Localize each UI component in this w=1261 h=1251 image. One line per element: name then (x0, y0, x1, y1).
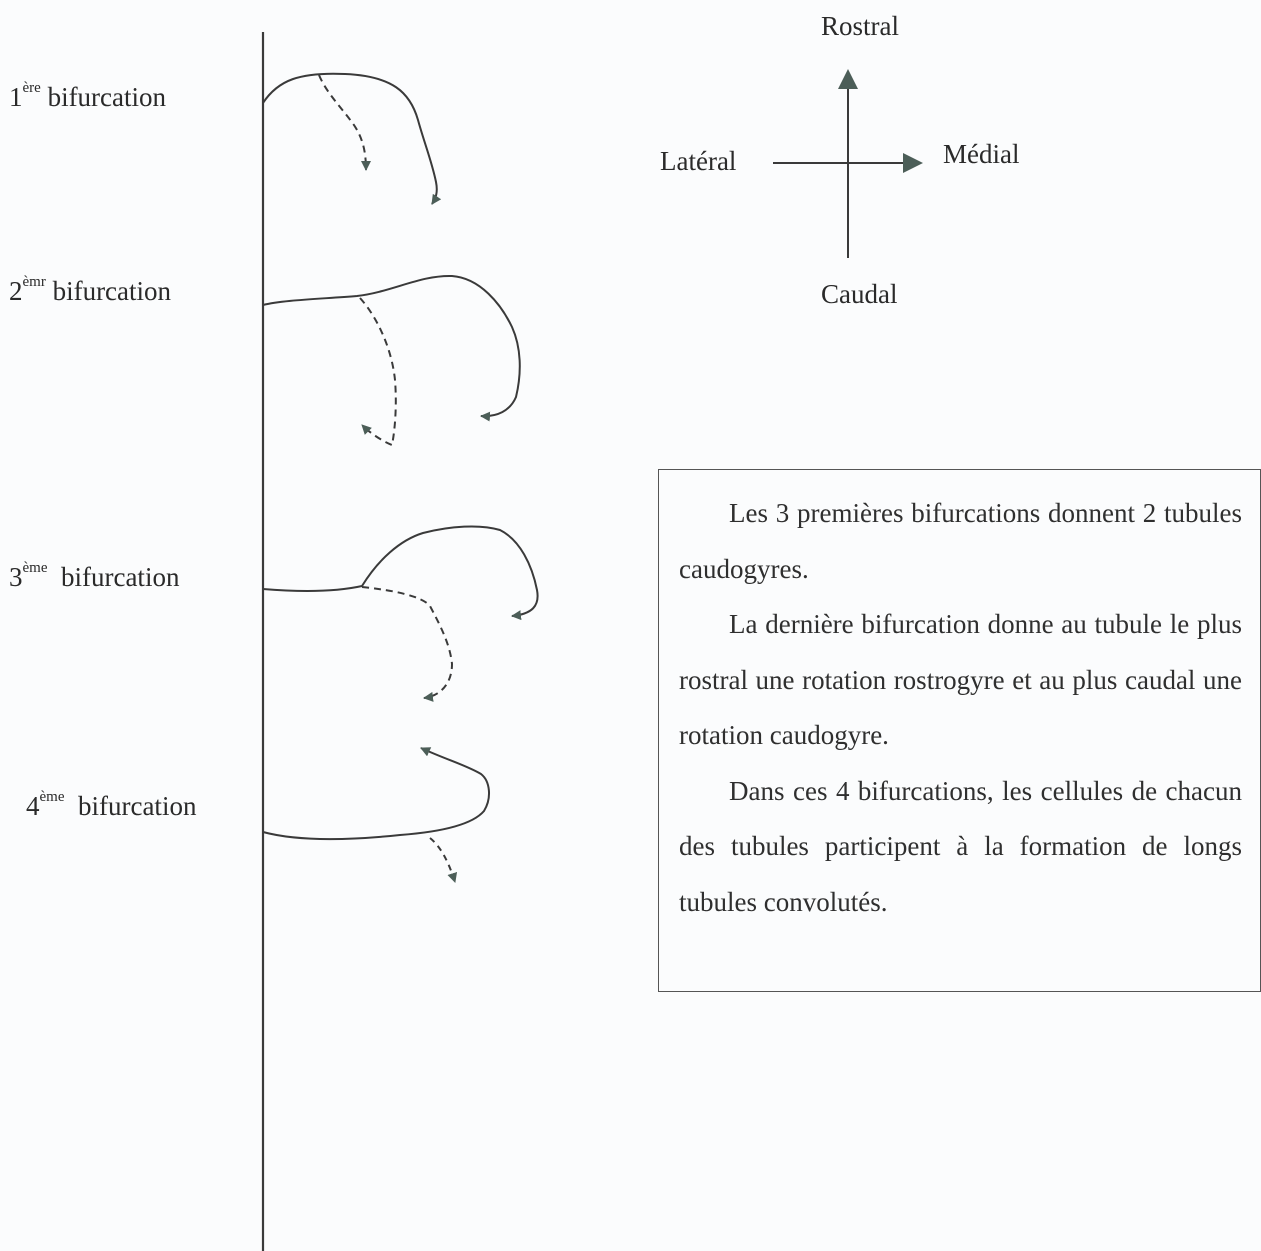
compass-medial-label: Médial (943, 139, 1020, 169)
bifurcation-1-number: 1 (9, 82, 23, 112)
summary-textbox: Les 3 premières bifurcations donnent 2 t… (658, 469, 1261, 992)
bifurcation-1-label: 1ère bifurcation (9, 81, 167, 112)
summary-paragraph-3: Dans ces 4 bifurcations, les cellules de… (679, 775, 1242, 917)
bifurcation-4-label: 4ème bifurcation (26, 790, 197, 821)
compass-caudal-label: Caudal (821, 279, 898, 309)
bifurcation-4-solid-branch (262, 747, 490, 841)
bifurcation-4-number: 4 (26, 791, 40, 821)
bifurcation-2-word: bifurcation (52, 276, 172, 306)
summary-paragraph-2: La dernière bifurcation donne au tubule … (679, 609, 1242, 750)
compass-lateral-label: Latéral (660, 146, 737, 176)
bifurcation-3-dashed-branch (361, 586, 454, 702)
bifurcation-2-number: 2 (9, 276, 23, 306)
bifurcation-3-ordinal: ème (22, 560, 48, 576)
compass-rostral-label: Rostral (821, 11, 899, 41)
bifurcation-2-dashed-branch (359, 297, 397, 447)
bifurcation-1-word: bifurcation (47, 82, 167, 112)
bifurcation-3-word: bifurcation (60, 562, 180, 592)
bifurcation-2-label: 2èmr bifurcation (9, 275, 172, 306)
bifurcation-1-dashed-branch (318, 74, 371, 171)
bifurcation-2-ordinal: èmr (22, 274, 46, 290)
bifurcation-2-solid-branch (262, 274, 521, 422)
bifurcation-4-ordinal: ème (39, 789, 65, 805)
bifurcation-1-solid-branch (262, 72, 442, 205)
summary-paragraph-1: Les 3 premières bifurcations donnent 2 t… (679, 498, 1242, 584)
bifurcation-3-label: 3ème bifurcation (9, 561, 180, 592)
bifurcation-4-dashed-branch (429, 837, 458, 883)
bifurcation-1-ordinal: ère (22, 80, 41, 96)
bifurcation-3-solid-branch (262, 525, 539, 621)
bifurcation-3-number: 3 (9, 562, 23, 592)
bifurcation-4-word: bifurcation (77, 791, 197, 821)
